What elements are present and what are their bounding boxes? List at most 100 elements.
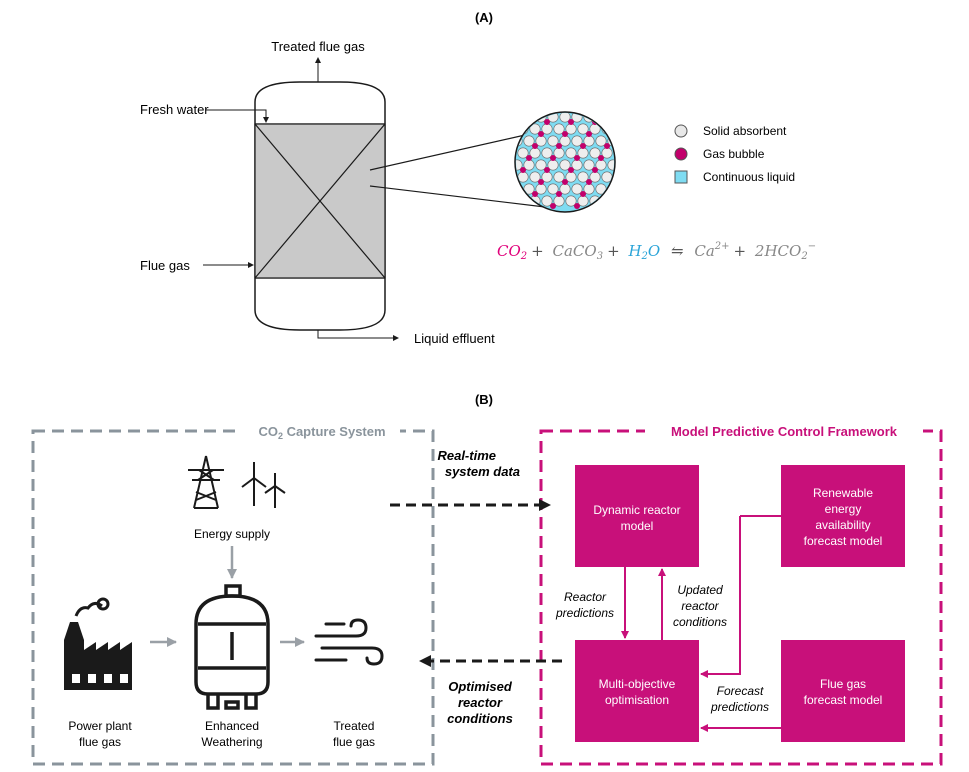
solid-particle [571, 135, 583, 147]
reactor-pred-label-2: predictions [555, 606, 614, 620]
gas-bubble [550, 155, 556, 161]
treated-label-1: Treated [334, 719, 375, 733]
solid-particle [559, 113, 571, 123]
gas-bubble [616, 119, 622, 125]
solid-particle [589, 147, 601, 159]
solid-particle [516, 113, 523, 123]
dynamic-label-2: model [621, 519, 654, 533]
renewable-label-1: Renewable [813, 486, 873, 500]
gas-bubble [580, 191, 586, 197]
gas-bubble [526, 203, 532, 209]
gas-bubble [532, 191, 538, 197]
wind-gas-icon [314, 618, 384, 666]
multi-label-1: Multi-objective [599, 677, 676, 691]
optimised-label-1: Optimised [448, 679, 513, 694]
treated-label-2: flue gas [333, 735, 375, 749]
enhanced-label-2: Weathering [201, 735, 262, 749]
renewable-forecast-box: Renewable energy availability forecast m… [781, 465, 905, 567]
solid-particle [607, 159, 614, 171]
gas-bubble [562, 131, 568, 137]
updated-label-2: reactor [681, 599, 719, 613]
gas-bubble [532, 143, 538, 149]
zoom-circle [514, 111, 622, 213]
gas-bubble [544, 119, 550, 125]
reactor-vessel [254, 81, 386, 331]
dynamic-reactor-model-box: Dynamic reactor model [575, 465, 699, 567]
solid-particle [607, 113, 614, 123]
gas-bubble [520, 167, 526, 173]
zoom-line-bottom [369, 185, 546, 208]
renewable-to-optimisation-arrow [700, 516, 741, 678]
flue-gas-forecast-box: Flue gas forecast model [781, 640, 905, 742]
dynamic-label-1: Dynamic reactor [593, 503, 680, 517]
optimised-label-2: reactor [458, 695, 503, 710]
power-plant-label-2: flue gas [79, 735, 121, 749]
gas-bubble [568, 119, 574, 125]
power-plant-label-1: Power plant [68, 719, 132, 733]
solid-particle [577, 123, 589, 135]
gas-bubble [556, 143, 562, 149]
solid-particle [595, 135, 607, 147]
fresh-water-arrow [205, 109, 269, 123]
liquid-effluent-arrow [317, 330, 399, 341]
solid-particle [541, 147, 553, 159]
updated-label-1: Updated [677, 583, 723, 597]
gas-bubble [598, 203, 604, 209]
energy-supply-label: Energy supply [194, 527, 270, 541]
gas-bubble [586, 131, 592, 137]
legend-solid-swatch [674, 124, 688, 138]
gas-bubble [562, 179, 568, 185]
enhanced-label-1: Enhanced [205, 719, 259, 733]
solid-particle [565, 195, 577, 207]
factory-icon [64, 597, 132, 690]
gas-bubble [520, 119, 526, 125]
gas-bubble [574, 155, 580, 161]
solid-particle [553, 123, 565, 135]
legend-liquid-label: Continuous liquid [703, 170, 795, 184]
solid-particle [529, 171, 541, 183]
zoom-line-top [369, 134, 526, 171]
reactor-pred-label-1: Reactor [564, 590, 607, 604]
gas-bubble [556, 191, 562, 197]
solid-particle [565, 147, 577, 159]
gas-bubble [610, 131, 614, 137]
realtime-label-2: system data [445, 464, 520, 479]
renewable-label-4: forecast model [804, 534, 883, 548]
fluegas-label-2: forecast model [804, 693, 883, 707]
treated-flue-gas-label: Treated flue gas [271, 39, 365, 54]
power-pylon-icon [188, 455, 224, 509]
gas-bubble [586, 179, 592, 185]
panel-b-label: (B) [475, 392, 493, 407]
solid-particle [535, 159, 547, 171]
renewable-label-2: energy [825, 502, 862, 516]
gas-bubble [538, 131, 544, 137]
solid-particle [583, 159, 595, 171]
solid-particle [523, 113, 535, 123]
reaction-equation: CO2+ CaCO3+ H2O ⇋ Ca2++ 2HCO2− [497, 241, 816, 262]
solid-particle [595, 113, 607, 123]
updated-label-3: conditions [673, 615, 727, 629]
solid-particle [541, 195, 553, 207]
gas-bubble [538, 179, 544, 185]
wind-turbine-icon [241, 462, 286, 508]
gas-bubble [574, 203, 580, 209]
forecast-label-2: predictions [710, 700, 769, 714]
fluegas-label-1: Flue gas [820, 677, 866, 691]
capture-system-box [31, 429, 435, 766]
solid-particle [516, 159, 523, 171]
solid-particle [577, 171, 589, 183]
panel-a-label: (A) [475, 10, 493, 25]
gas-bubble [592, 167, 598, 173]
solid-particle [523, 135, 535, 147]
solid-particle [529, 123, 541, 135]
optimised-label-3: conditions [447, 711, 513, 726]
flue-gas-label: Flue gas [140, 258, 190, 273]
liquid-effluent-label: Liquid effluent [414, 331, 495, 346]
legend-bubble-label: Gas bubble [703, 147, 765, 161]
gas-bubble [550, 203, 556, 209]
solid-particle [601, 195, 613, 207]
capture-system-title: CO2 Capture System [258, 424, 385, 441]
multi-objective-box: Multi-objective optimisation [575, 640, 699, 742]
gas-bubble [544, 167, 550, 173]
legend: Solid absorbent Gas bubble Continuous li… [674, 124, 795, 184]
